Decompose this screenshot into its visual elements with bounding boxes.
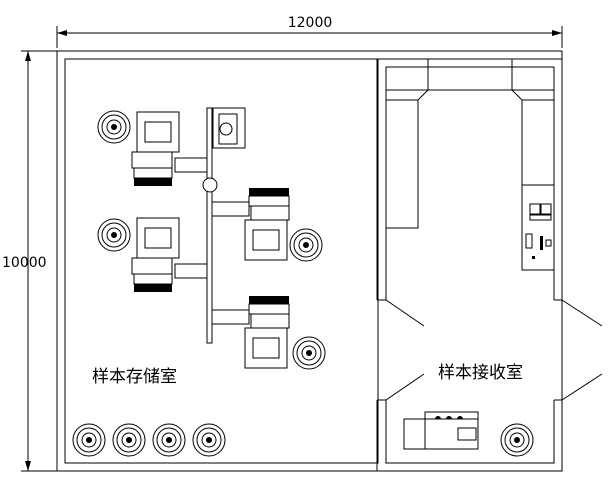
tank-icon — [152, 423, 186, 457]
tank-icon — [192, 423, 226, 457]
height-label: 10000 — [2, 255, 47, 271]
freezer-unit — [131, 217, 208, 292]
tank-group — [72, 110, 534, 457]
tank-icon — [112, 423, 146, 457]
tank-icon — [292, 336, 326, 370]
tank-icon — [289, 228, 323, 262]
lab-bench — [386, 59, 554, 271]
tank-icon — [500, 423, 534, 457]
reception-room-wall — [376, 58, 603, 471]
central-rack — [202, 107, 246, 344]
centrifuge — [403, 411, 479, 450]
tank-icon — [97, 218, 131, 252]
freezer-unit — [210, 188, 290, 261]
freezer-unit — [210, 296, 290, 369]
width-label: 12000 — [288, 15, 333, 31]
storage-room-wall — [64, 58, 379, 464]
tank-icon — [72, 423, 106, 457]
storage-room-label: 样本存储室 — [92, 367, 177, 387]
reception-room-label: 样本接收室 — [438, 363, 523, 383]
width-dimension: 12000 — [56, 15, 563, 48]
outer-wall — [56, 50, 563, 472]
bench-equipment — [525, 203, 552, 259]
freezer-unit — [131, 111, 208, 186]
height-dimension: 10000 — [2, 50, 57, 472]
freezer-group — [131, 111, 290, 369]
tank-icon — [97, 110, 131, 144]
